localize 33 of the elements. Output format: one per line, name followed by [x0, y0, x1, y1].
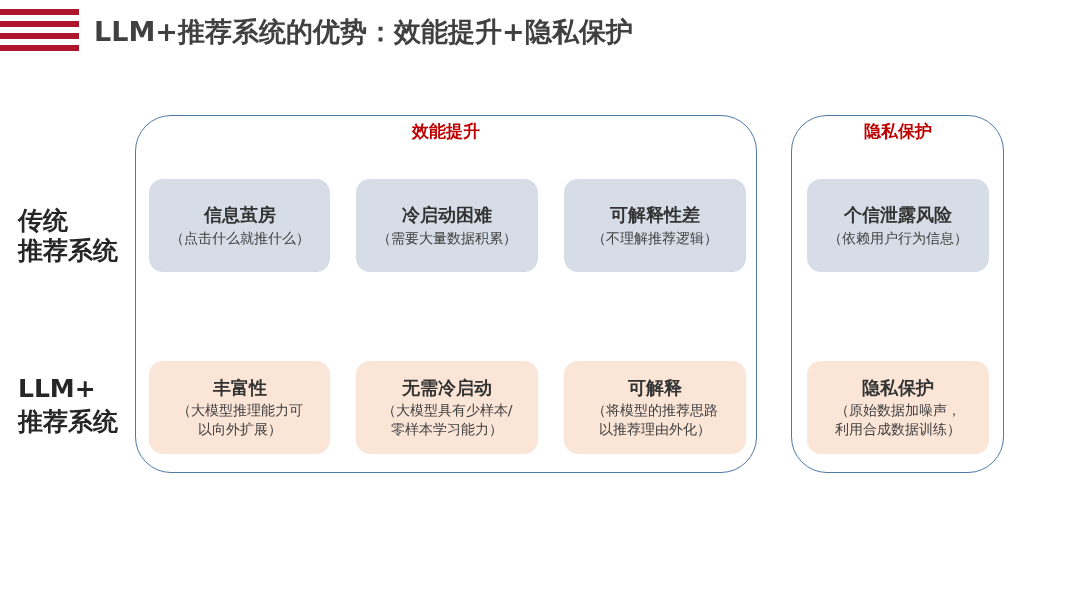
card-description: （原始数据加噪声，利用合成数据训练）	[834, 401, 962, 440]
card-description: （需要大量数据积累）	[376, 228, 518, 248]
card-description: （依赖用户行为信息）	[827, 228, 969, 248]
feature-card	[564, 361, 746, 454]
card-heading: 丰富性	[212, 375, 267, 400]
card-heading: 个信泄露风险	[844, 203, 952, 227]
feature-card	[807, 361, 989, 454]
row-label: 传统	[18, 205, 68, 237]
group-frame	[791, 115, 1004, 473]
group-heading: 隐私保护	[862, 120, 933, 143]
problem-card	[356, 179, 538, 272]
card-heading: 冷启动困难	[402, 203, 492, 227]
problem-card	[564, 179, 746, 272]
card-heading: 无需冷启动	[402, 375, 492, 400]
problem-card	[149, 179, 330, 272]
problem-card	[807, 179, 989, 272]
feature-card	[356, 361, 538, 454]
card-heading: 隐私保护	[862, 375, 934, 400]
row-label: LLM+	[18, 374, 96, 403]
group-frame	[135, 115, 757, 473]
card-description: （点击什么就推什么）	[168, 228, 311, 248]
card-description: （大模型具有少样本/零样本学习能力）	[380, 401, 514, 440]
row-label: 推荐系统	[18, 406, 118, 438]
card-description: （大模型推理能力可以向外扩展）	[175, 401, 304, 440]
feature-card	[149, 361, 330, 454]
card-description: （不理解推荐逻辑）	[591, 228, 719, 248]
card-heading: 可解释	[628, 375, 682, 400]
group-heading: 效能提升	[411, 120, 481, 143]
slide-title: LLM+推荐系统的优势：效能提升+隐私保护	[94, 15, 633, 49]
card-description: （将模型的推荐思路以推荐理由外化）	[591, 401, 719, 440]
card-heading: 信息茧房	[203, 203, 276, 227]
card-heading: 可解释性差	[610, 203, 700, 227]
row-label: 推荐系统	[18, 235, 118, 267]
